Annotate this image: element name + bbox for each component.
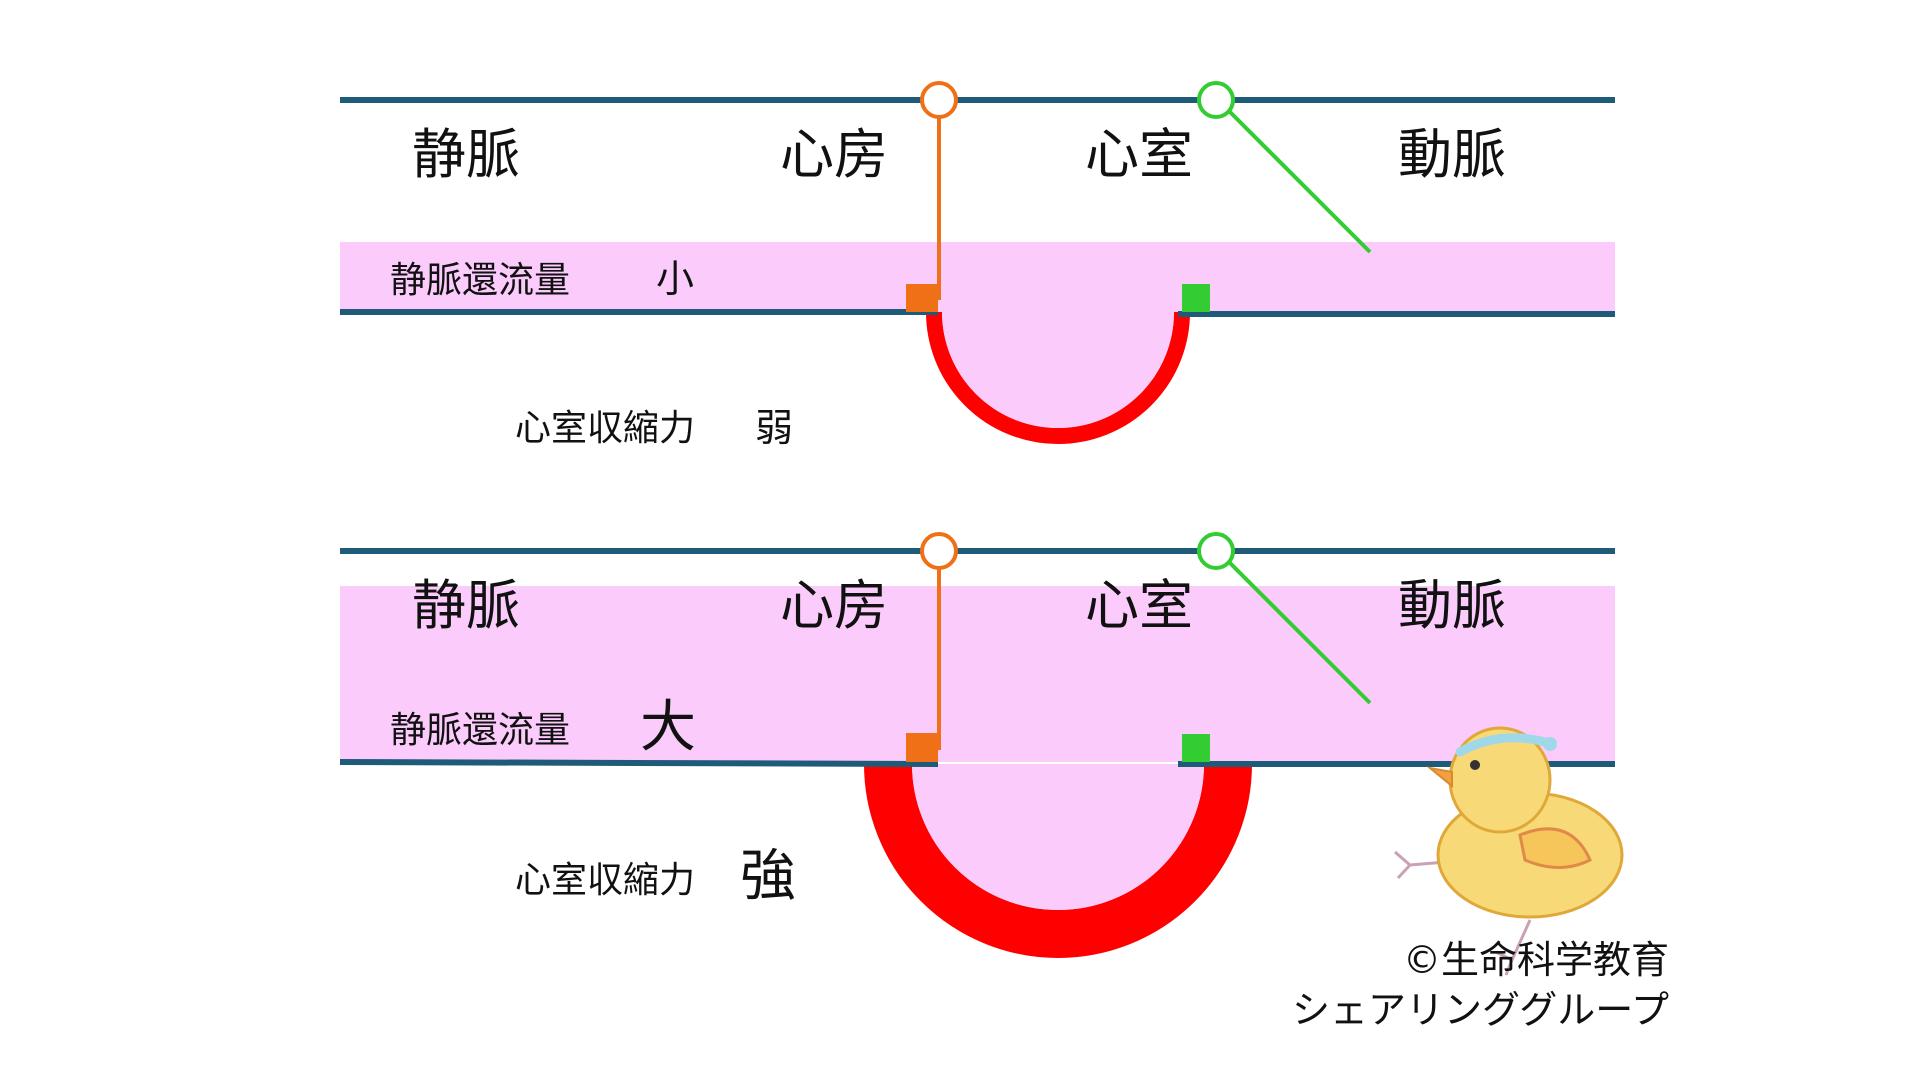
ventricular-valve-leaflet (1226, 108, 1372, 254)
label-atrium: 心房 (780, 123, 888, 186)
label-vein: 静脈 (412, 574, 520, 637)
ventricular-valve-stop (1182, 734, 1210, 762)
contractility-level: 弱 (755, 406, 793, 450)
label-ventricle: 心室 (1085, 574, 1193, 637)
venous-return-level: 大 (640, 695, 696, 760)
atrial-valve-stop (906, 733, 938, 762)
valve-hinge-icon (1197, 532, 1235, 570)
panel-high-return: 静脈 心房 心室 動脈 静脈還流量 大 心室収縮力 強 (339, 532, 1615, 958)
valve-hinge-icon (920, 532, 958, 570)
ventricle-wall (864, 763, 1252, 958)
contractility-level: 強 (740, 844, 796, 909)
panel-low-return: 静脈 心房 心室 動脈 静脈還流量 小 心室収縮力 弱 (340, 81, 1615, 450)
label-atrium: 心房 (780, 574, 888, 637)
ventricle-chamber (912, 764, 1204, 910)
venous-return-label: 静脈還流量 (390, 260, 570, 301)
chick-mascot-icon (1394, 726, 1624, 976)
contractility-label: 心室収縮力 (515, 860, 695, 901)
ventricle-chamber (942, 312, 1174, 428)
atrial-valve-stop (906, 284, 938, 312)
blood-flow-band (340, 242, 1615, 312)
ventricle-wall (926, 311, 1190, 444)
venous-return-level: 小 (656, 257, 694, 301)
blood-flow-band (340, 586, 1615, 762)
label-artery: 動脈 (1398, 123, 1506, 186)
copyright-credit-line2: シェアリンググループ (1292, 988, 1669, 1032)
ventricular-valve-stop (1182, 284, 1210, 312)
label-ventricle: 心室 (1085, 123, 1193, 186)
contractility-label: 心室収縮力 (515, 408, 695, 449)
venous-return-label: 静脈還流量 (390, 710, 570, 751)
valve-hinge-icon (920, 81, 958, 119)
label-vein: 静脈 (412, 123, 520, 186)
valve-hinge-icon (1197, 81, 1235, 119)
copyright-credit-line1: ©生命科学教育 (1403, 938, 1669, 982)
ventricular-valve-leaflet (1226, 559, 1372, 705)
label-artery: 動脈 (1398, 574, 1506, 637)
vessel-wall-bottom-left (339, 759, 939, 767)
